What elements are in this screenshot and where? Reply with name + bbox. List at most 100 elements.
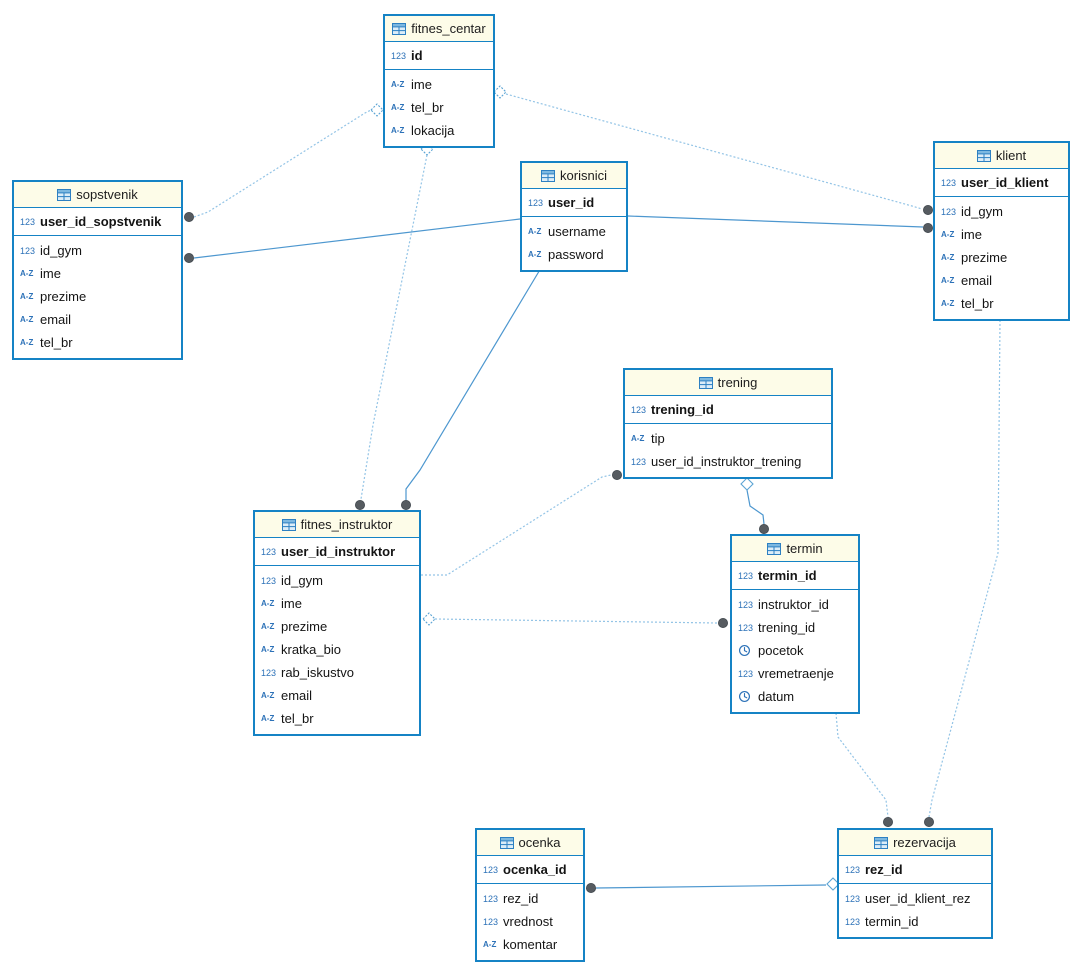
table-header-trening[interactable]: trening	[625, 370, 831, 396]
column-name: email	[961, 273, 993, 288]
column-termin-datum[interactable]: datum	[732, 685, 858, 708]
table-header-ocenka[interactable]: ocenka	[477, 830, 583, 856]
column-termin-pocetok[interactable]: pocetok	[732, 639, 858, 662]
table-header-termin[interactable]: termin	[732, 536, 858, 562]
relation-line	[505, 93, 923, 210]
table-header-sopstvenik[interactable]: sopstvenik	[14, 182, 181, 208]
table-header-rezervacija[interactable]: rezervacija	[839, 830, 991, 856]
numeric-type-icon: 123	[631, 456, 647, 467]
column-name: rab_iskustvo	[281, 665, 354, 680]
text-type-icon: A-Z	[941, 276, 955, 285]
column-name: tel_br	[281, 711, 314, 726]
relation-klient-korisnici[interactable]	[627, 215, 934, 233]
relation-sopstvenik-fitnes_centar[interactable]	[183, 103, 384, 222]
column-name: tel_br	[40, 335, 73, 350]
column-ocenka-komentar[interactable]: A-Z komentar	[477, 933, 583, 956]
column-name: tel_br	[411, 100, 444, 115]
column-name: user_id_instruktor	[281, 544, 396, 559]
table-header-fitnes_instruktor[interactable]: fitnes_instruktor	[255, 512, 419, 538]
relation-trening-fitnes_instruktor[interactable]	[421, 469, 623, 576]
table-header-korisnici[interactable]: korisnici	[522, 163, 626, 189]
relation-dot-endpoint	[923, 204, 934, 215]
table-header-klient[interactable]: klient	[935, 143, 1068, 169]
relation-fitnes_instruktor-fitnes_centar[interactable]	[354, 142, 434, 510]
relation-line	[360, 154, 428, 500]
column-name: pocetok	[758, 643, 804, 658]
column-name: tel_br	[961, 296, 994, 311]
relation-dot-endpoint	[759, 524, 770, 535]
column-name: vremetraenje	[758, 666, 834, 681]
relation-rezervacija-klient[interactable]	[924, 319, 1001, 828]
column-name: id_gym	[40, 243, 82, 258]
column-name: termin_id	[758, 568, 817, 583]
relation-termin-fitnes_instruktor[interactable]	[422, 612, 729, 629]
column-sopstvenik-tel_br[interactable]: A-Z tel_br	[14, 331, 181, 354]
relation-fitnes_instruktor-korisnici[interactable]	[400, 267, 542, 510]
relation-ocenka-rezervacija[interactable]	[586, 877, 840, 894]
table-name: fitnes_centar	[411, 21, 486, 36]
relation-klient-fitnes_centar[interactable]	[493, 85, 934, 215]
column-name: komentar	[503, 937, 558, 952]
relation-dot-endpoint	[586, 883, 597, 894]
text-type-icon: A-Z	[483, 940, 497, 949]
relation-termin-trening[interactable]	[740, 477, 770, 535]
table-header-fitnes_centar[interactable]: fitnes_centar	[385, 16, 493, 42]
column-klient-email[interactable]: A-Z email	[935, 269, 1068, 292]
relation-sopstvenik-korisnici[interactable]	[183, 218, 521, 263]
text-type-icon: A-Z	[20, 338, 34, 347]
relation-rezervacija-termin[interactable]	[835, 712, 894, 828]
numeric-type-icon: 123	[483, 893, 499, 904]
text-type-icon: A-Z	[631, 434, 645, 443]
